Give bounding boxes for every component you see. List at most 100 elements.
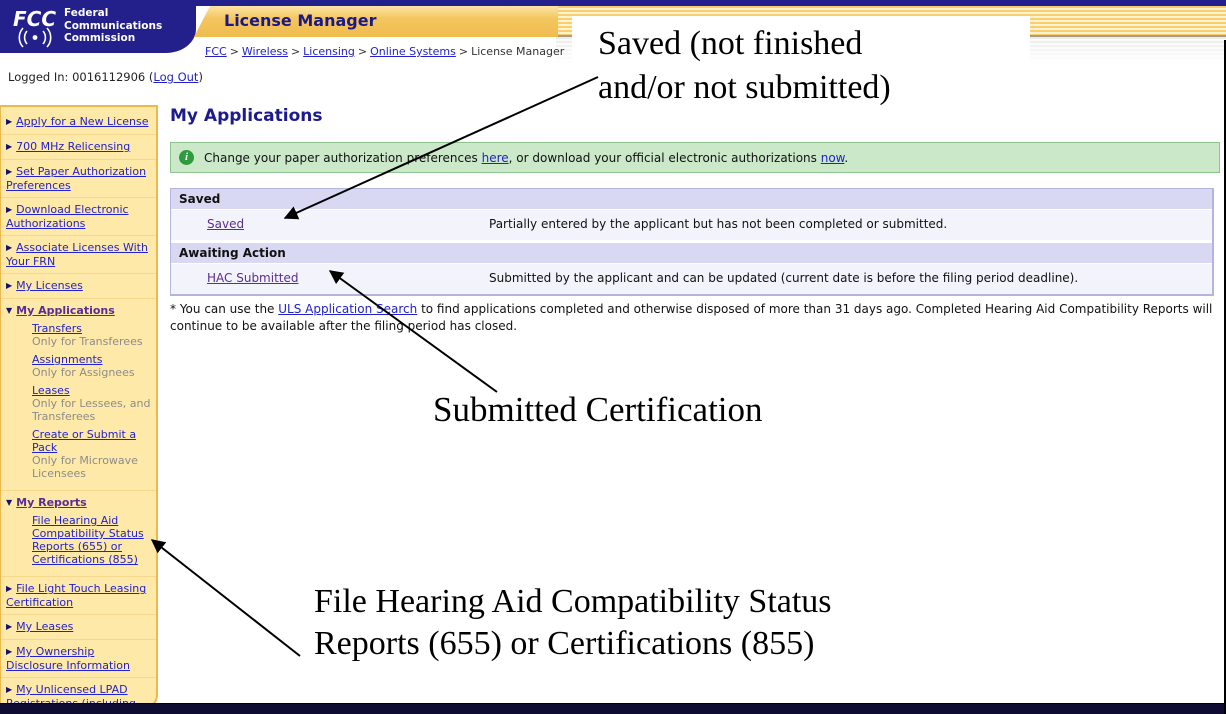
sidebar-link-create-submit-pack[interactable]: Create or Submit a Pack [32, 428, 137, 454]
info-text: Change your paper authorization preferen… [204, 150, 482, 165]
chevron-right-icon: ▶ [6, 117, 13, 126]
sidebar-item-my-reports[interactable]: ▼My Reports File Hearing Aid Compatibili… [1, 490, 156, 576]
sidebar-child-leases[interactable]: Leases Only for Lessees, and Transferees [32, 384, 154, 423]
sidebar-link-700mhz-relicensing[interactable]: 700 MHz Relicensing [16, 140, 131, 153]
chevron-right-icon: ▶ [6, 584, 13, 593]
sidebar-link-download-electronic-authorizations[interactable]: Download Electronic Authorizations [6, 203, 129, 230]
fcc-logo-text: FCC [13, 7, 56, 31]
breadcrumb-link-licensing[interactable]: Licensing [303, 45, 355, 58]
breadcrumb-link-fcc[interactable]: FCC [205, 45, 227, 58]
sidebar-link-leases[interactable]: Leases [32, 384, 70, 397]
hac-submitted-link[interactable]: HAC Submitted [207, 271, 299, 285]
info-banner: i Change your paper authorization prefer… [170, 142, 1220, 173]
breadcrumb-link-online-systems[interactable]: Online Systems [370, 45, 456, 58]
chevron-right-icon: ▶ [6, 167, 13, 176]
sidebar-link-transfers[interactable]: Transfers [32, 322, 82, 335]
chevron-right-icon: ▶ [6, 243, 13, 252]
breadcrumb-separator: > [229, 45, 239, 58]
logged-in-text: ) [198, 70, 203, 84]
my-reports-children: File Hearing Aid Compatibility Status Re… [32, 514, 154, 566]
table-section-awaiting-action: Awaiting Action HAC Submitted Submitted … [171, 243, 1212, 294]
saved-applications-link[interactable]: Saved [207, 217, 245, 231]
chevron-right-icon: ▶ [6, 281, 13, 290]
callout-saved-line: Saved (not finished [598, 25, 863, 62]
sidebar-item-associate-licenses-frn[interactable]: ▶Associate Licenses With Your FRN [1, 235, 156, 273]
callout-filehac-line: File Hearing Aid Compatibility Status [314, 583, 832, 620]
info-icon: i [179, 150, 194, 165]
paper-authorization-here-link[interactable]: here [481, 150, 509, 165]
download-authorizations-now-link[interactable]: now [820, 150, 845, 165]
table-cell-description: Partially entered by the applicant but h… [489, 217, 948, 231]
section-header-saved: Saved [171, 189, 1212, 210]
table-cell-link: HAC Submitted [171, 271, 489, 285]
sidebar-link-my-ownership-disclosure[interactable]: My Ownership Disclosure Information [6, 645, 131, 672]
sidebar-note: Only for Lessees, and Transferees [32, 397, 151, 423]
sidebar-link-my-applications[interactable]: My Applications [16, 304, 115, 317]
footnote: * You can use the ULS Application Search… [170, 301, 1216, 335]
logged-in-text: Logged In: 0016112906 ( [8, 70, 154, 84]
logged-in-status: Logged In: 0016112906 (Log Out) [8, 70, 203, 84]
sidebar-child-assignments[interactable]: Assignments Only for Assignees [32, 353, 154, 379]
breadcrumb-separator: > [290, 45, 301, 58]
fcc-logo-name: Federal Communications Commission [64, 7, 162, 45]
logo-name-line: Commission [64, 32, 136, 44]
sidebar-item-my-ownership-disclosure[interactable]: ▶My Ownership Disclosure Information [1, 639, 156, 677]
sidebar-item-set-paper-authorization[interactable]: ▶Set Paper Authorization Preferences [1, 159, 156, 197]
table-cell-link: Saved [171, 217, 489, 231]
sidebar-child-file-hac[interactable]: File Hearing Aid Compatibility Status Re… [32, 514, 154, 566]
sidebar-item-my-leases[interactable]: ▶My Leases [1, 614, 156, 639]
sidebar-note: Only for Assignees [32, 366, 135, 379]
sidebar-child-transfers[interactable]: Transfers Only for Transferees [32, 322, 154, 348]
info-text: , or download your official electronic a… [508, 150, 821, 165]
log-out-link[interactable]: Log Out [153, 70, 199, 84]
sidebar-note: Only for Microwave Licensees [32, 454, 138, 480]
applications-table: Saved Saved Partially entered by the app… [170, 188, 1214, 296]
breadcrumb-link-wireless[interactable]: Wireless [241, 45, 288, 58]
sidebar-link-my-licenses[interactable]: My Licenses [16, 279, 83, 292]
uls-application-search-link[interactable]: ULS Application Search [278, 302, 418, 316]
callout-saved-line: and/or not submitted) [598, 69, 891, 106]
chevron-right-icon: ▶ [6, 205, 13, 214]
top-navy-bar [0, 0, 1226, 6]
page-title: My Applications [170, 106, 323, 126]
footnote-text: * You can use the [170, 302, 279, 316]
breadcrumb-separator: > [357, 45, 368, 58]
sidebar-item-download-electronic-authorizations[interactable]: ▶Download Electronic Authorizations [1, 197, 156, 235]
table-cell-description: Submitted by the applicant and can be up… [489, 271, 1079, 285]
table-section-saved: Saved Saved Partially entered by the app… [171, 189, 1212, 240]
sidebar-link-set-paper-authorization[interactable]: Set Paper Authorization Preferences [6, 165, 147, 192]
info-text: . [844, 150, 849, 165]
sidebar-link-file-hac-reports[interactable]: File Hearing Aid Compatibility Status Re… [32, 514, 144, 566]
frame-right-edge [1224, 40, 1226, 714]
breadcrumb: FCC>Wireless>Licensing>Online Systems>Li… [205, 45, 564, 58]
sidebar-link-associate-licenses-frn[interactable]: Associate Licenses With Your FRN [6, 241, 148, 268]
sidebar-child-create-submit-pack[interactable]: Create or Submit a Pack Only for Microwa… [32, 428, 154, 480]
chevron-right-icon: ▶ [6, 647, 13, 656]
fcc-logo-icon: FCC [13, 7, 56, 48]
sidebar-link-my-leases[interactable]: My Leases [16, 620, 74, 633]
section-header-awaiting-action: Awaiting Action [171, 243, 1212, 264]
sidebar-item-my-applications[interactable]: ▼My Applications Transfers Only for Tran… [1, 298, 156, 490]
sidebar-link-my-reports[interactable]: My Reports [16, 496, 87, 509]
sidebar-note: Only for Transferees [32, 335, 143, 348]
app-title-tab: License Manager [194, 6, 558, 37]
sidebar-link-apply-new-license[interactable]: Apply for a New License [16, 115, 149, 128]
callout-submitted-annotation: Submitted Certification [433, 390, 763, 429]
chevron-right-icon: ▶ [6, 142, 13, 151]
arrow-to-file-hac-sidebar-link [150, 539, 301, 657]
sidebar-link-assignments[interactable]: Assignments [32, 353, 103, 366]
logo-name-line: Federal [64, 7, 109, 19]
table-row: HAC Submitted Submitted by the applicant… [171, 264, 1212, 294]
sidebar-item-700mhz-relicensing[interactable]: ▶700 MHz Relicensing [1, 134, 156, 159]
callout-saved-annotation: Saved (not finished and/or not submitted… [572, 16, 1030, 118]
sidebar-item-my-licenses[interactable]: ▶My Licenses [1, 273, 156, 298]
sidebar-link-file-light-touch-leasing[interactable]: File Light Touch Leasing Certification [6, 582, 147, 609]
chevron-right-icon: ▶ [6, 685, 13, 694]
sidebar-item-file-light-touch-leasing[interactable]: ▶File Light Touch Leasing Certification [1, 576, 156, 614]
logo-name-line: Communications [64, 19, 163, 32]
app-title: License Manager [224, 11, 377, 30]
sidebar-item-apply-new-license[interactable]: ▶Apply for a New License [1, 110, 156, 134]
fcc-logo-block[interactable]: FCC Federal Communications Commission [0, 0, 196, 53]
chevron-down-icon: ▼ [6, 498, 13, 507]
